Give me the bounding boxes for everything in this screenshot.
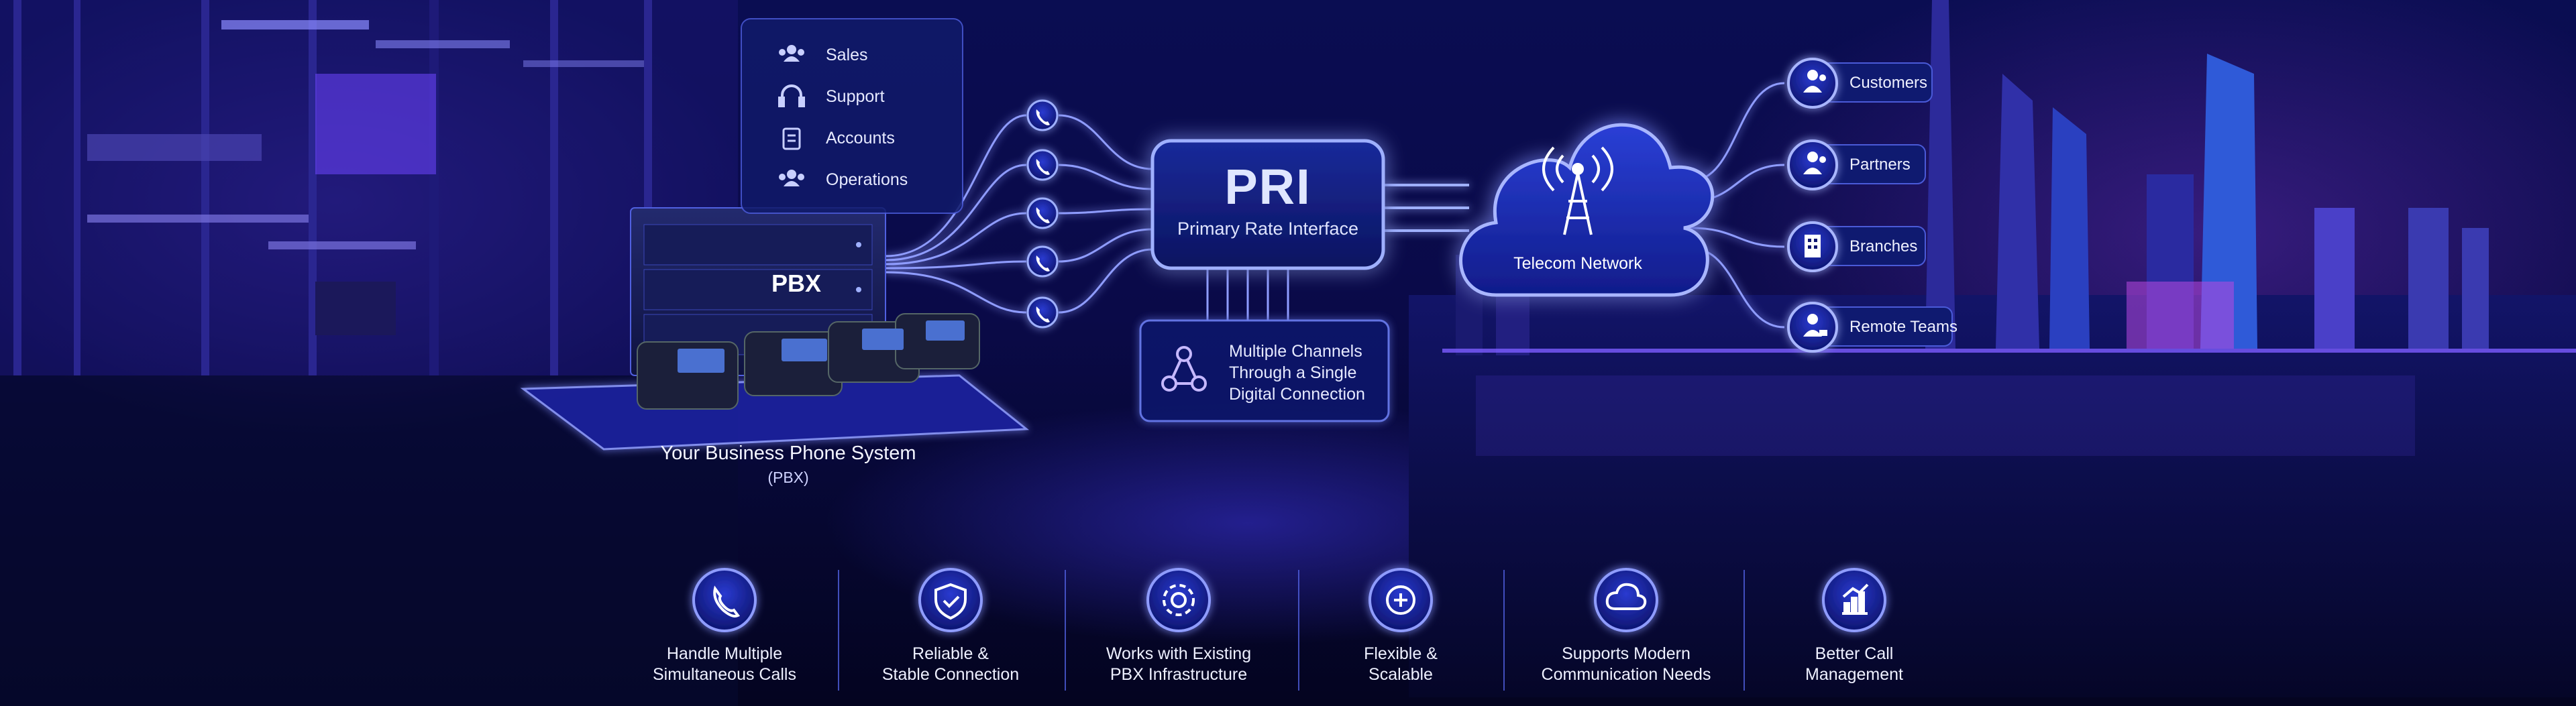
pri-box: [1150, 139, 1385, 270]
pbx-label: PBX: [771, 270, 822, 297]
pbx-hardware: [520, 207, 1030, 451]
city-skyline: [1409, 0, 2576, 697]
remote-teams-remote-user-icon: [1803, 314, 1827, 337]
bar-chart-icon: [1842, 583, 1869, 615]
pri-to-note-lines: [1206, 268, 1289, 320]
department-panel: [741, 18, 963, 214]
channel-nodes: [1026, 99, 1059, 329]
branches-building-icon: [1805, 235, 1821, 257]
pbx-to-channel-lines: [885, 114, 1027, 314]
gear-icon: [1163, 584, 1195, 616]
customers-user-group-icon: [1803, 70, 1826, 93]
pbx-caption-title: Your Business Phone System: [660, 443, 916, 464]
partners-user-group-icon: [1803, 152, 1826, 174]
phone-call-icon: [713, 585, 741, 617]
antenna-tower-icon: [1542, 146, 1613, 235]
sales-users-icon: [779, 45, 804, 62]
pri-title: PRI: [1224, 159, 1311, 215]
office-background: [0, 0, 738, 706]
destination-label-customers: Customers: [1849, 74, 1928, 92]
network-nodes-icon: [1161, 346, 1207, 392]
pri-to-cloud-lines: [1383, 184, 1469, 232]
accounts-document-icon: [782, 127, 801, 150]
department-label-operations: Operations: [826, 170, 908, 189]
channels-note-line3: Digital Connection: [1229, 385, 1365, 404]
feature-reliable-connection: Reliable &Stable Connection: [881, 644, 1020, 684]
feature-flexible-scalable: Flexible &Scalable: [1364, 644, 1438, 684]
pri-subtitle: Primary Rate Interface: [1177, 219, 1359, 239]
channels-note-box: [1139, 319, 1390, 422]
department-label-sales: Sales: [826, 46, 868, 64]
channels-note-text: Multiple Channels Through a Single Digit…: [1229, 341, 1365, 405]
scale-arrows-icon: [1386, 585, 1415, 615]
operations-users-icon: [779, 170, 804, 186]
channel-to-pri-lines: [1058, 114, 1153, 314]
destination-label-remote-teams: Remote Teams: [1849, 318, 1957, 336]
destination-label-partners: Partners: [1849, 156, 1911, 174]
cloud-icon: [1605, 583, 1647, 610]
channels-note-line1: Multiple Channels: [1229, 342, 1362, 361]
destination-label-branches: Branches: [1849, 237, 1918, 255]
support-headset-icon: [778, 84, 805, 107]
telecom-network-label: Telecom Network: [1513, 254, 1642, 273]
department-label-accounts: Accounts: [826, 129, 895, 148]
destination-items: [1787, 58, 1953, 353]
department-label-support: Support: [826, 87, 885, 106]
shield-check-icon: [934, 583, 967, 620]
pbx-caption-sub: (PBX): [767, 469, 809, 486]
channels-note-line2: Through a Single: [1229, 363, 1357, 382]
feature-dividers: [838, 570, 1745, 691]
